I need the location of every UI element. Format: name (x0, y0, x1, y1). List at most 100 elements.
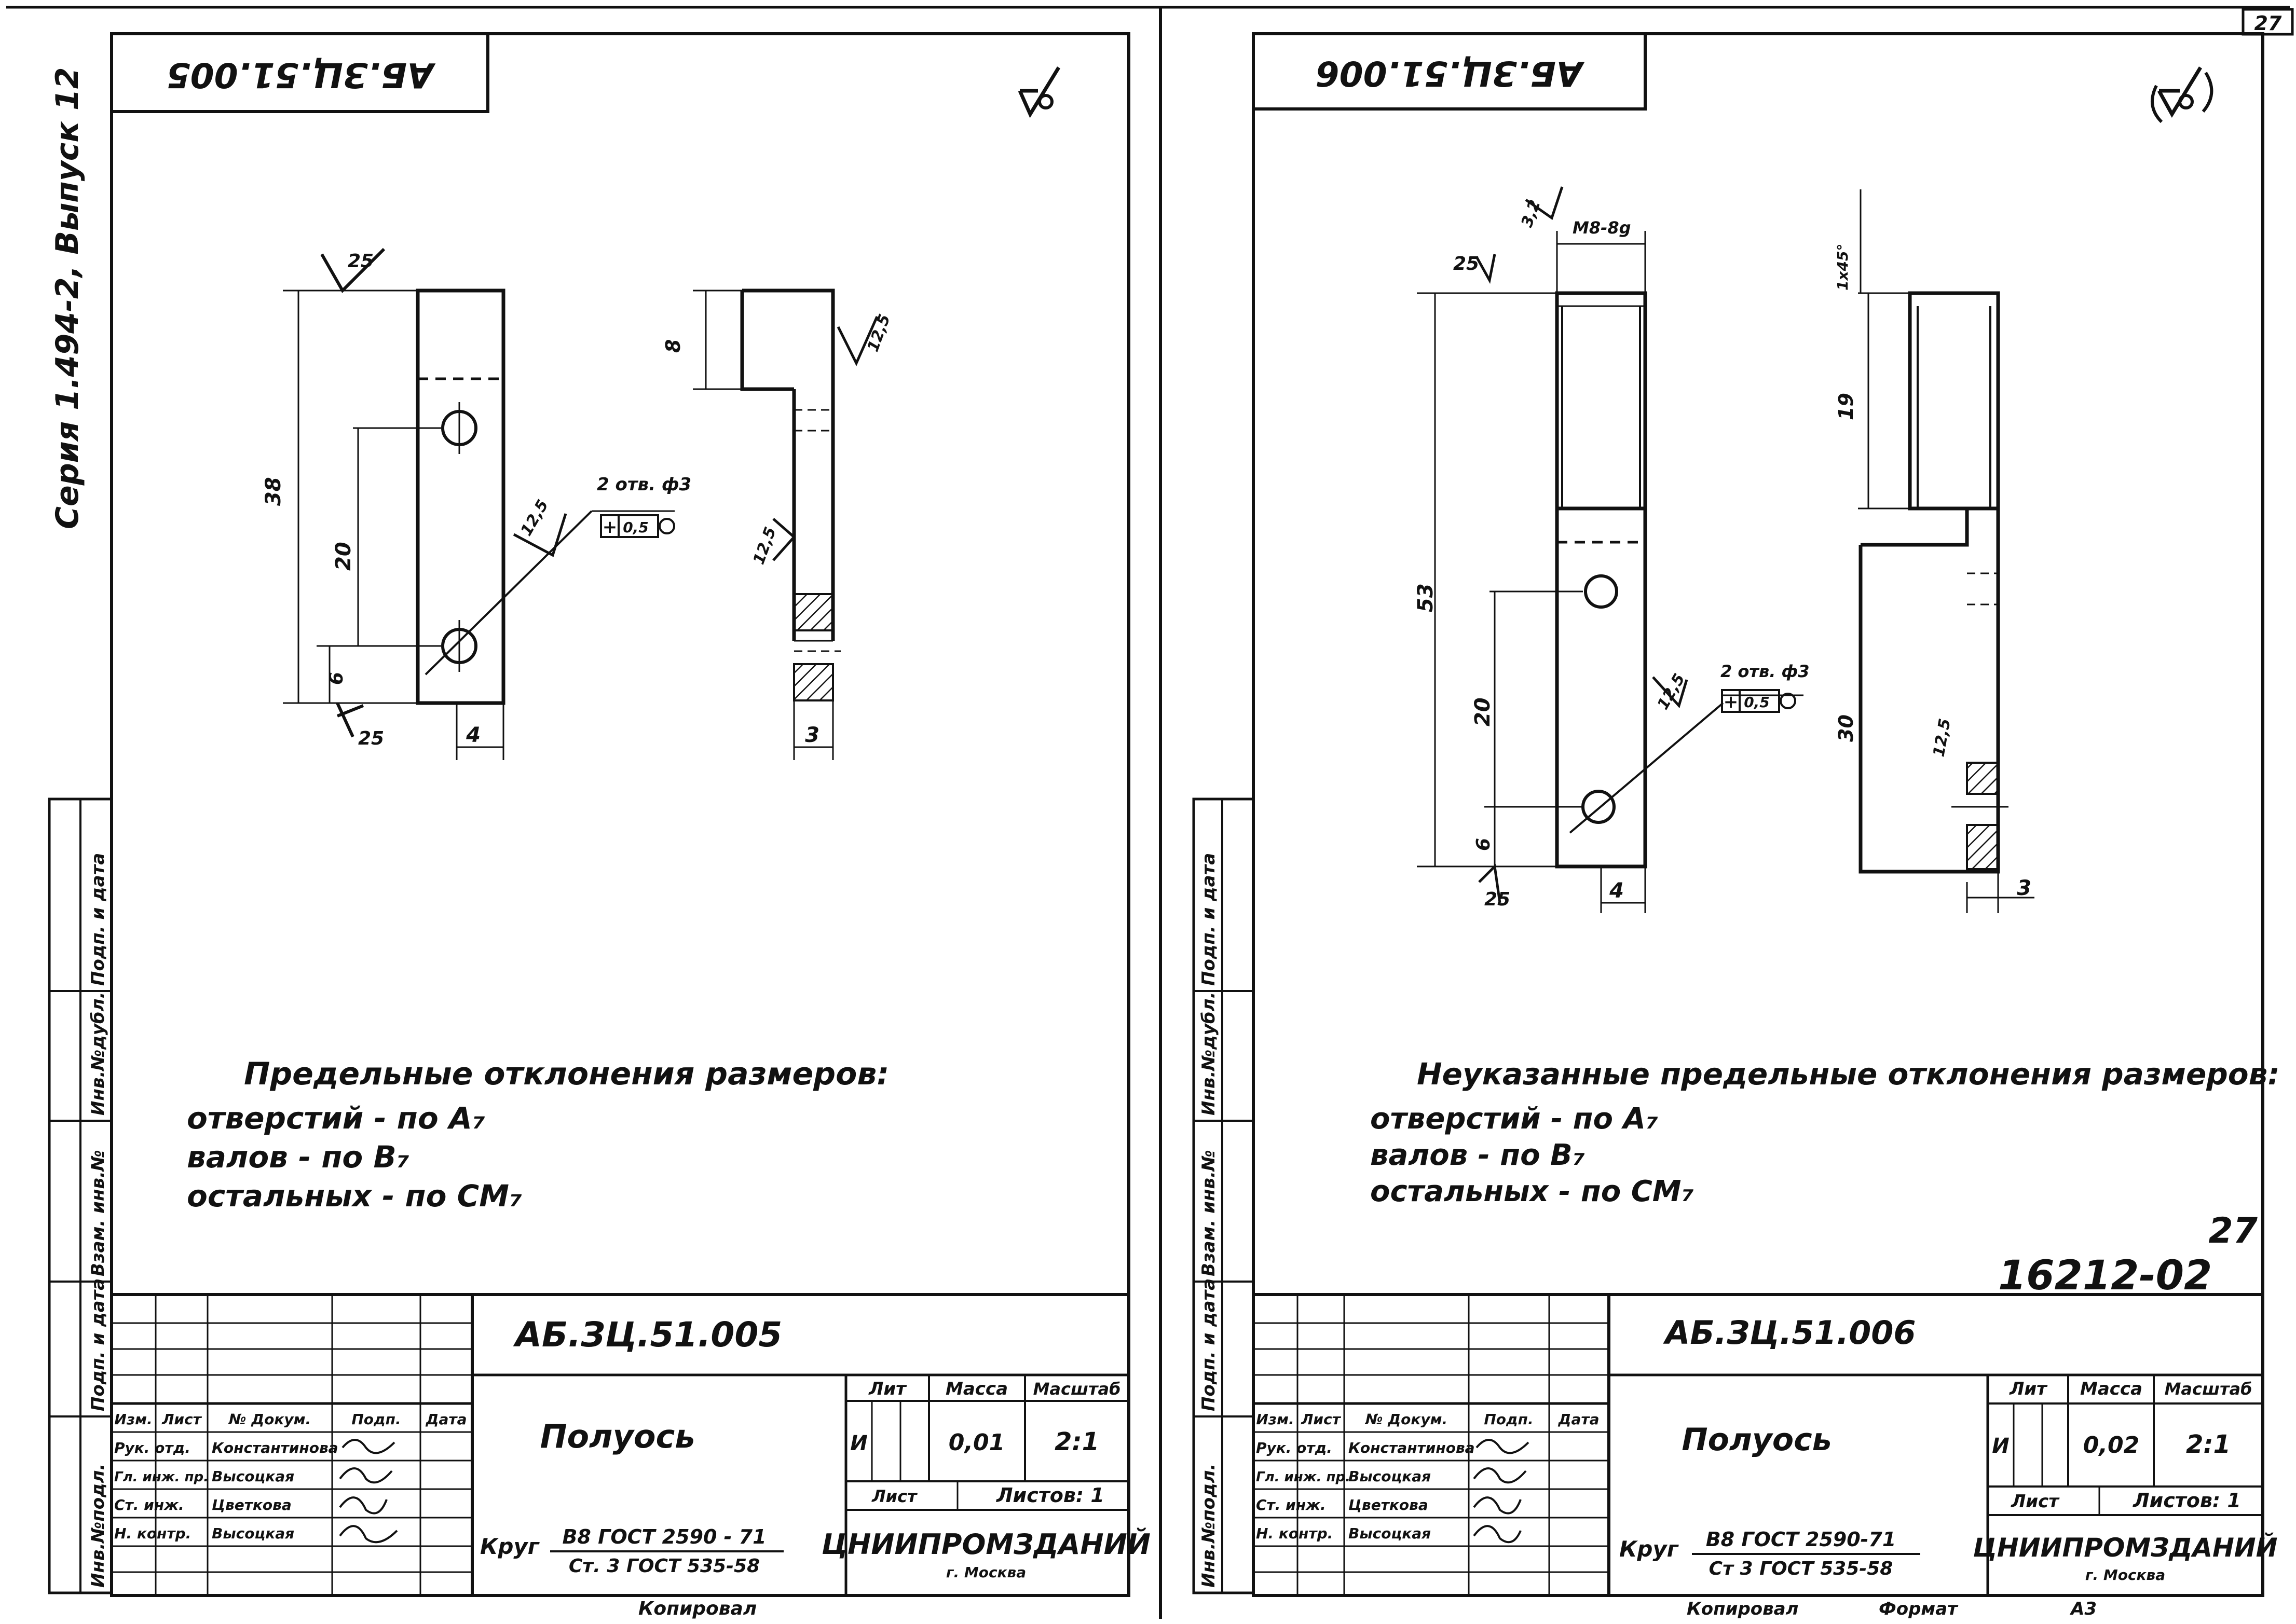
svg-text:Высоцкая: Высоцкая (1348, 1468, 1431, 1485)
left-front-view: + 0,5 25 25 38 20 6 4 2 отв. ф3 12,5 (262, 247, 691, 760)
material-bottom: Ст. 3 ГОСТ 535-58 (569, 1556, 760, 1577)
svg-text:Дата: Дата (426, 1411, 467, 1428)
left-frame (110, 32, 1130, 1597)
notes-line-2: валов - по В₇ (187, 1139, 409, 1175)
side-label-1: Инв.№подл. (88, 1464, 108, 1588)
tolerance-frame-right (1721, 689, 1780, 713)
svg-text:3: 3 (2017, 876, 2031, 900)
notes-title: Предельные отклонения размеров: (244, 1056, 889, 1092)
svg-text:Формат: Формат (1879, 1599, 1959, 1619)
right-side-view: 1x45° 19 30 12,5 3 (1834, 189, 2034, 913)
dim-hole-spacing: 20 (332, 542, 356, 571)
left-notes: Предельные отклонения размеров: отверсти… (187, 1056, 889, 1214)
dim-rough-top: 25 (348, 251, 374, 272)
svg-text:20: 20 (1471, 697, 1495, 726)
notes-line-1: отверстий - по А₇ (187, 1100, 485, 1136)
svg-text:Масштаб: Масштаб (2165, 1379, 2252, 1399)
svg-text:0,5: 0,5 (1744, 694, 1770, 711)
svg-text:Высоцкая: Высоцкая (212, 1525, 294, 1542)
svg-text:Копировал: Копировал (1687, 1599, 1799, 1619)
svg-text:№ Докум.: № Докум. (1364, 1411, 1447, 1428)
svg-text:Гл. инж. пр.: Гл. инж. пр. (1256, 1469, 1350, 1485)
dim-rough-bottom: 25 (358, 728, 384, 749)
svg-text:Н. контр.: Н. контр. (114, 1525, 191, 1542)
svg-text:Подп. и дата: Подп. и дата (1198, 853, 1219, 986)
dim-rough-hole: 12,5 (517, 497, 552, 539)
left-title-block: АБ.ЗЦ.51.005 Полуось Изм. Лист № Докум. … (112, 1293, 1151, 1595)
svg-text:Круг: Круг (480, 1534, 540, 1559)
svg-text:Масса: Масса (2080, 1379, 2142, 1399)
part-name: Полуось (540, 1417, 695, 1455)
page-number: 27 (2254, 12, 2282, 35)
hole-top-right (1584, 574, 1618, 609)
svg-text:Круг: Круг (1619, 1536, 1679, 1562)
svg-text:ЦНИИПРОМЗДАНИЙ: ЦНИИПРОМЗДАНИЙ (1973, 1532, 2278, 1563)
svg-text:Инв.№дубл.: Инв.№дубл. (1198, 992, 1219, 1116)
svg-text:Константинова: Константинова (1348, 1439, 1475, 1456)
doc-code: АБ.ЗЦ.51.005 (513, 1315, 782, 1355)
page-number-box (2242, 8, 2294, 36)
org-name: ЦНИИПРОМЗДАНИЙ (822, 1528, 1151, 1561)
left-top-stamp (110, 32, 489, 113)
left-side-view: 8 12,5 12,5 3 (662, 288, 894, 760)
svg-text:Взам. инв.№: Взам. инв.№ (1198, 1150, 1219, 1276)
svg-text:Цветкова: Цветкова (212, 1496, 292, 1513)
svg-text:2:1: 2:1 (2186, 1430, 2231, 1459)
dim-side-rough-2: 12,5 (750, 525, 780, 567)
material-top: В8 ГОСТ 2590 - 71 (562, 1525, 766, 1548)
notes-line-3: остальных - по СМ₇ (187, 1178, 522, 1214)
mass-value: 0,01 (949, 1429, 1005, 1456)
left-side-stamp: Инв.№подл. Подп. и дата Взам. инв.№ Инв.… (48, 797, 113, 1594)
svg-text:Ст 3 ГОСТ 535-58: Ст 3 ГОСТ 535-58 (1709, 1558, 1893, 1579)
svg-text:И: И (850, 1432, 867, 1455)
right-front-view: + 0,5 25 25 М8-8g 3,2 53 20 6 4 2 отв. ф… (1414, 186, 1810, 913)
dim-thickness: 3 (805, 723, 819, 747)
roughness-icon (1018, 66, 1060, 118)
right-frame (1252, 32, 2264, 1597)
svg-text:6: 6 (1473, 838, 1494, 851)
svg-text:Масштаб: Масштаб (1033, 1379, 1121, 1399)
signatures-icon-right (1473, 1439, 1529, 1544)
svg-text:Н. контр.: Н. контр. (1256, 1525, 1333, 1542)
svg-text:№ Докум.: № Докум. (228, 1411, 311, 1428)
svg-text:2 отв. ф3: 2 отв. ф3 (1720, 662, 1810, 681)
svg-text:Неуказанные предельные отклоне: Неуказанные предельные отклонения размер… (1417, 1056, 2280, 1092)
scale-value: 2:1 (1055, 1427, 1099, 1456)
svg-text:отверстий - по А₇: отверстий - по А₇ (1370, 1102, 1658, 1136)
svg-text:Подп. и дата: Подп. и дата (1198, 1278, 1219, 1411)
dim-length: 38 (262, 477, 285, 506)
svg-text:12,5: 12,5 (1930, 717, 1954, 758)
right-top-stamp-code: АБ.ЗЦ.51.006 (1316, 53, 1585, 93)
side-label-3: Взам. инв.№ (88, 1150, 108, 1276)
dim-bottom-offset: 6 (326, 672, 347, 685)
svg-text:Рук. отд.: Рук. отд. (1256, 1439, 1332, 1456)
svg-text:Рук. отд.: Рук. отд. (114, 1439, 190, 1456)
svg-text:30: 30 (1835, 714, 1857, 742)
signatures-icon (339, 1439, 398, 1544)
svg-text:Ст. инж.: Ст. инж. (114, 1496, 184, 1513)
svg-text:25: 25 (1484, 889, 1510, 910)
svg-text:Цветкова: Цветкова (1348, 1496, 1428, 1513)
svg-text:19: 19 (1835, 393, 1857, 420)
roughness-icon-right (2157, 66, 2202, 118)
svg-text:А3: А3 (2069, 1599, 2097, 1619)
svg-text:валов - по В₇: валов - по В₇ (1370, 1138, 1585, 1172)
svg-text:Константинова: Константинова (212, 1439, 338, 1456)
svg-text:В8 ГОСТ 2590-71: В8 ГОСТ 2590-71 (1706, 1528, 1896, 1551)
part-outline (416, 288, 505, 705)
svg-text:Лист: Лист (871, 1487, 918, 1506)
svg-text:Инв.№подл.: Инв.№подл. (1198, 1464, 1219, 1588)
right-side-stamp: Инв.№подл. Подп. и дата Взам. инв.№ Инв.… (1192, 797, 1255, 1594)
svg-text:+: + (603, 517, 618, 538)
left-top-stamp-code: АБ.ЗЦ.51.005 (167, 55, 436, 95)
left-sheet: АБ.ЗЦ.51.005 Серия 1.494-2, Выпуск 12 Ин… (48, 32, 1151, 1619)
roughness-circle-icon (1038, 94, 1054, 109)
dim-side-top: 8 (662, 339, 685, 353)
hole-callout: 2 отв. ф3 (597, 474, 691, 495)
sheet-number: 27 (2208, 1210, 2258, 1251)
svg-text:г. Москва: г. Москва (2085, 1566, 2165, 1584)
dim-width: 4 (466, 723, 481, 747)
svg-text:АБ.ЗЦ.51.006: АБ.ЗЦ.51.006 (1662, 1314, 1916, 1352)
svg-text:+: + (1724, 692, 1739, 712)
svg-text:0,02: 0,02 (2083, 1432, 2140, 1458)
